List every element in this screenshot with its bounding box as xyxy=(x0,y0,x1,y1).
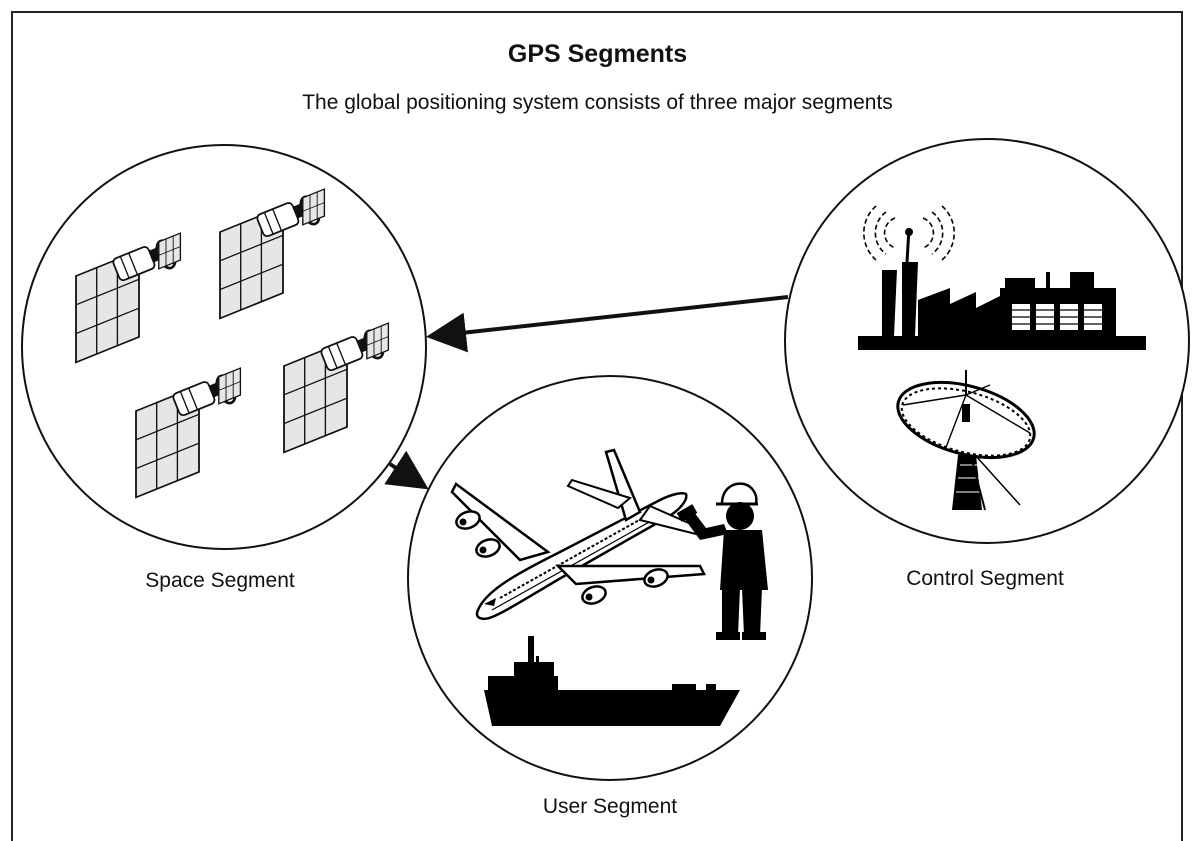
diagram-frame xyxy=(11,11,1183,841)
space-segment-label: Space Segment xyxy=(145,569,295,592)
control-segment-label: Control Segment xyxy=(906,567,1064,590)
control-to-space-arrow xyxy=(426,295,789,353)
ship-icon xyxy=(484,636,740,726)
satellite-dish-icon xyxy=(896,370,1036,511)
airplane-icon xyxy=(450,448,706,620)
person-with-receiver-icon xyxy=(676,482,768,640)
diagram-title: GPS Segments xyxy=(507,40,688,68)
ground-station-icon xyxy=(858,205,1146,350)
user-segment-label: User Segment xyxy=(542,795,678,818)
space-segment-circle xyxy=(21,144,427,550)
space-to-user-arrow xyxy=(384,450,429,490)
diagram-subtitle: The global positioning system consists o… xyxy=(302,91,893,114)
